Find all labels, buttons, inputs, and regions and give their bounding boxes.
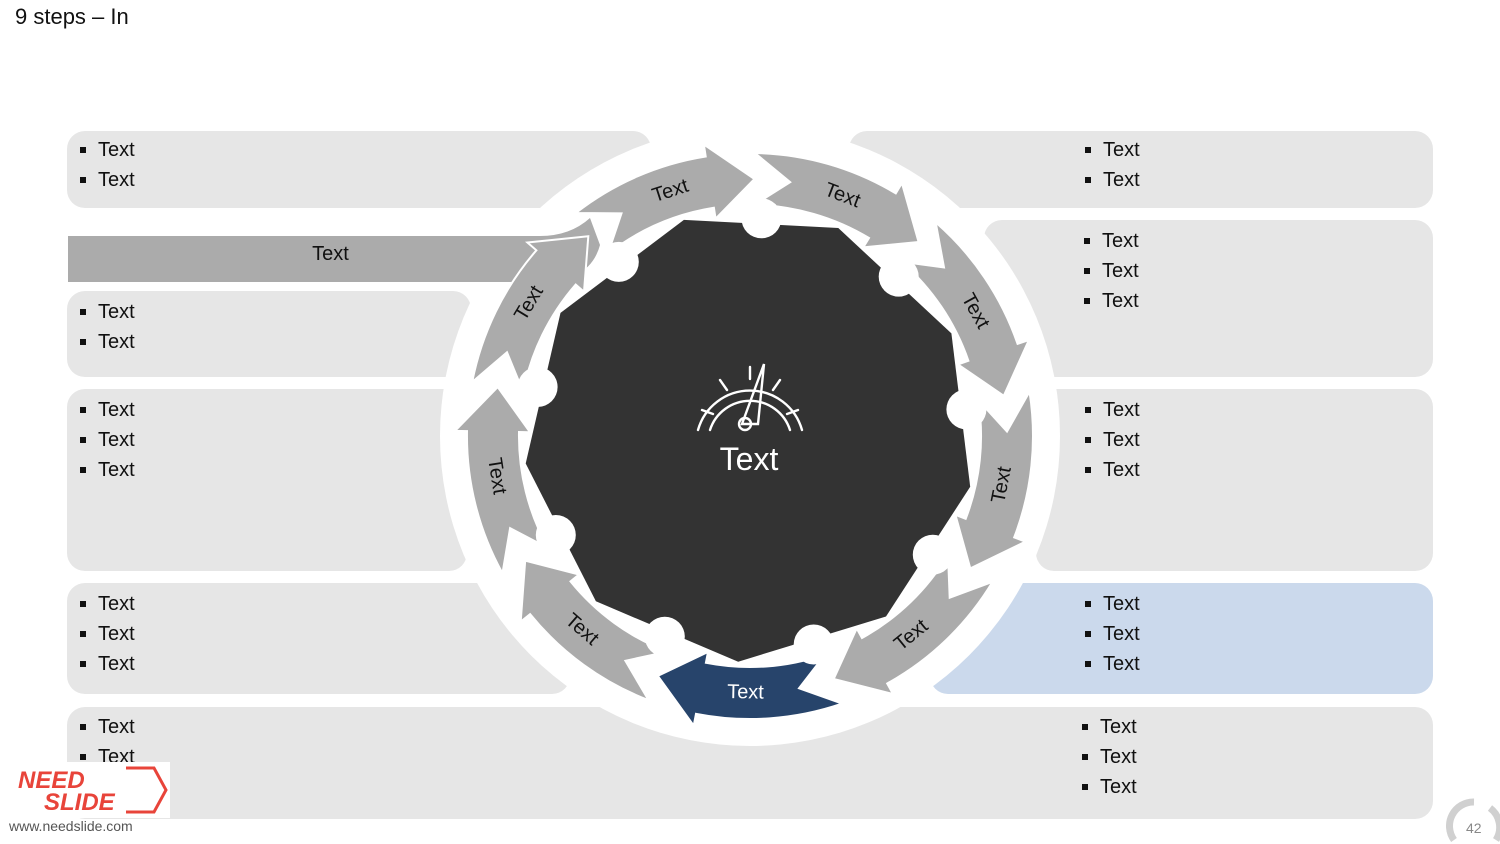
step-arrow-3 [898, 219, 1031, 398]
list-item: Text [1083, 425, 1140, 455]
input-arrow-label: Text [312, 243, 349, 265]
right-panel-4-highlight [930, 583, 1433, 694]
list-item: Text [78, 712, 135, 742]
list-item: Text [1083, 589, 1140, 619]
step-arrow-8 [452, 385, 551, 577]
logo-line1: NEED [18, 767, 85, 794]
right-panel-1 [849, 131, 1433, 208]
input-arrow [68, 218, 600, 282]
ring-notch [912, 534, 953, 575]
list-item: Text [1083, 395, 1140, 425]
step-arrow-1 [572, 142, 757, 257]
right-list-3: Text Text Text [1083, 395, 1140, 485]
list-item: Text [1083, 649, 1140, 679]
list-item: Text [78, 619, 135, 649]
left-panel-2 [67, 291, 471, 377]
list-item: Text [1083, 455, 1140, 485]
left-list-1: Text Text [78, 135, 135, 195]
logo-line2: SLIDE [44, 789, 116, 816]
needslide-logo: NEED SLIDE [14, 762, 170, 818]
left-list-4: Text Text Text [78, 589, 135, 679]
list-item: Text [78, 297, 135, 327]
page-number: 42 [1466, 820, 1482, 836]
step-arrow-6 [656, 650, 846, 729]
left-panel-4 [67, 583, 570, 694]
list-item: Text [78, 327, 135, 357]
slide-title: 9 steps – In [15, 4, 129, 29]
step-arrow-7 [519, 559, 671, 703]
ring-notch [644, 616, 685, 657]
list-item: Text [1082, 256, 1139, 286]
step-label-6: Text [727, 681, 765, 704]
list-item: Text [78, 455, 135, 485]
left-panel-3 [67, 389, 467, 571]
ring-notch [878, 256, 919, 297]
list-item: Text [1080, 712, 1137, 742]
recycle-icon [1446, 798, 1500, 843]
right-panel-2 [984, 220, 1433, 377]
left-list-2: Text Text [78, 297, 135, 357]
list-item: Text [1082, 286, 1139, 316]
list-item: Text [78, 165, 135, 195]
ring-notch [598, 241, 639, 282]
step-arrow-9 [470, 235, 590, 396]
right-list-1: Text Text [1083, 135, 1140, 195]
list-item: Text [1083, 619, 1140, 649]
ring-notch [793, 624, 834, 665]
list-item: Text [1080, 772, 1137, 802]
ring-notch [535, 515, 576, 555]
center-label: Text [720, 441, 779, 477]
right-list-2: Text Text Text [1082, 226, 1139, 316]
list-item: Text [78, 135, 135, 165]
ring-notch [946, 389, 987, 430]
list-item: Text [1082, 226, 1139, 256]
center-core [525, 219, 971, 662]
right-panel-3 [1036, 389, 1433, 571]
list-item: Text [1080, 742, 1137, 772]
list-item: Text [78, 589, 135, 619]
right-list-4: Text Text Text [1083, 589, 1140, 679]
ring-notch [517, 367, 558, 407]
list-item: Text [78, 395, 135, 425]
speedometer-icon [696, 363, 804, 432]
list-item: Text [1083, 135, 1140, 165]
left-panel-1 [67, 131, 651, 208]
bottom-right-list: Text Text Text [1080, 712, 1137, 802]
list-item: Text [78, 649, 135, 679]
list-item: Text [1083, 165, 1140, 195]
brand-url[interactable]: www.needslide.com [9, 818, 133, 834]
step-arrow-5 [832, 551, 995, 696]
left-list-3: Text Text Text [78, 395, 135, 485]
ring-notch [741, 198, 782, 239]
step-arrow-4 [953, 388, 1034, 570]
step-arrow-2 [750, 151, 920, 249]
list-item: Text [78, 425, 135, 455]
